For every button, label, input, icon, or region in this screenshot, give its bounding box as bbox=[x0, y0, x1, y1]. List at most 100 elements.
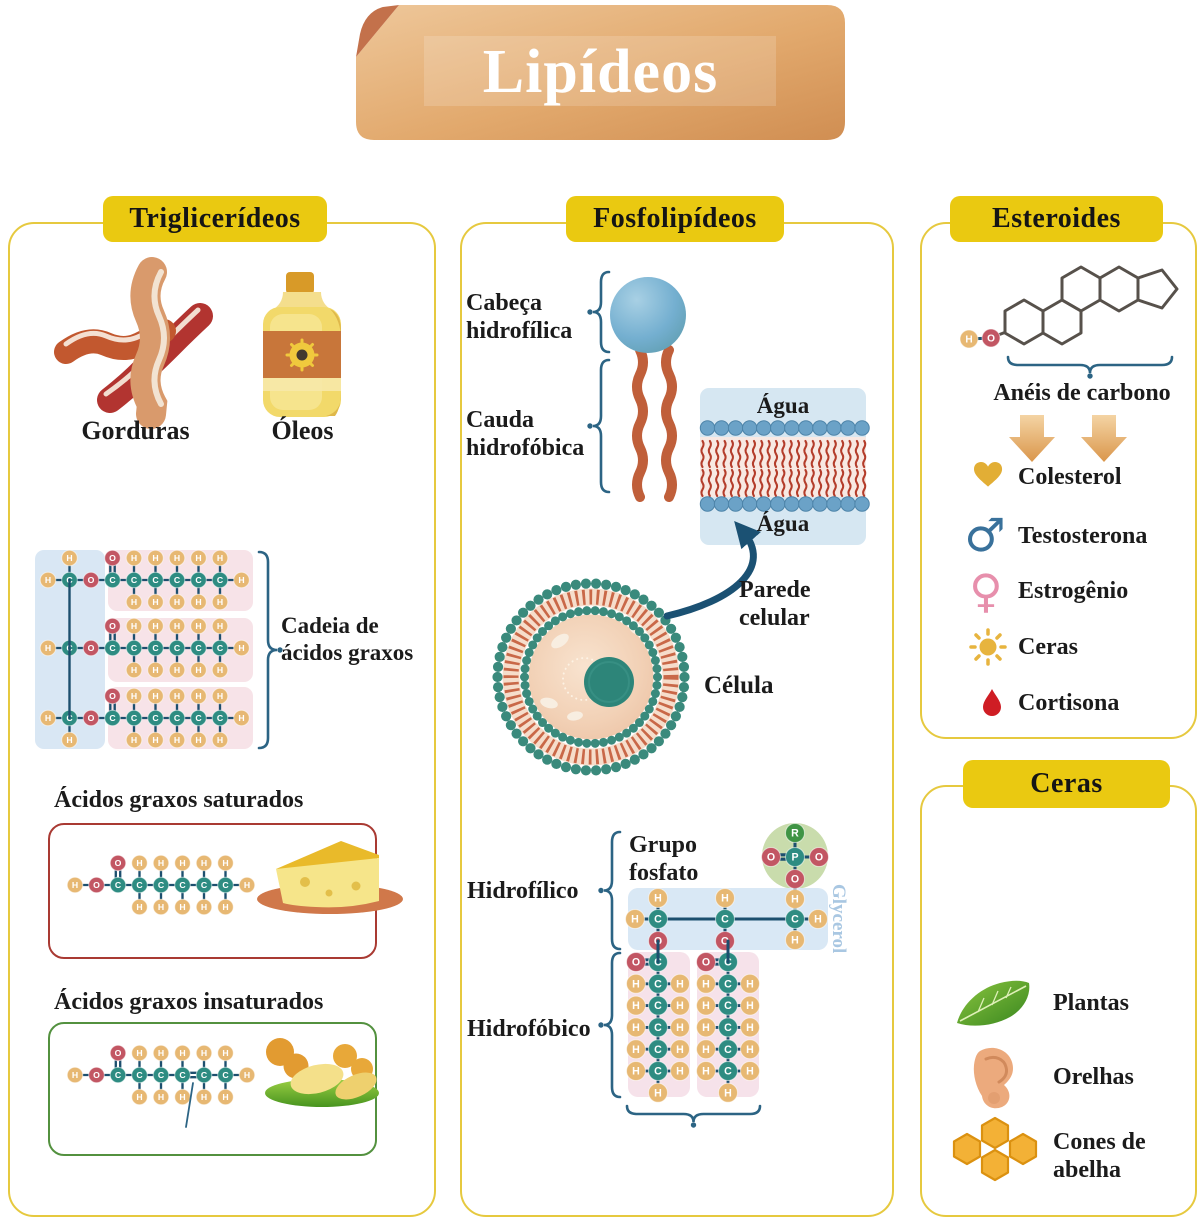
svg-text:C: C bbox=[158, 1070, 165, 1080]
svg-text:H: H bbox=[702, 1022, 710, 1034]
header-fosfolipideos: Fosfolipídeos bbox=[566, 196, 784, 242]
phospholipid-illustration bbox=[610, 277, 686, 502]
svg-text:H: H bbox=[746, 1044, 754, 1056]
sun-icon bbox=[969, 628, 1007, 666]
svg-text:H: H bbox=[195, 735, 201, 745]
svg-text:H: H bbox=[654, 893, 662, 905]
agua-top-label: Água bbox=[756, 393, 810, 418]
svg-text:C: C bbox=[654, 978, 662, 990]
male-icon: ♂ bbox=[964, 508, 1005, 562]
svg-text:H: H bbox=[791, 935, 799, 947]
braces bbox=[257, 270, 1174, 1128]
svg-text:H: H bbox=[217, 553, 223, 563]
svg-text:C: C bbox=[109, 643, 116, 653]
svg-text:H: H bbox=[676, 1066, 684, 1078]
svg-text:C: C bbox=[201, 1070, 208, 1080]
svg-text:H: H bbox=[791, 894, 799, 906]
svg-text:P: P bbox=[791, 852, 798, 864]
oil-bottle-illustration bbox=[263, 272, 341, 417]
svg-text:H: H bbox=[702, 978, 710, 990]
esteroides-item-label: Cortisona bbox=[1018, 690, 1120, 716]
svg-text:O: O bbox=[767, 852, 775, 864]
svg-text:O: O bbox=[791, 874, 799, 886]
svg-text:C: C bbox=[179, 1070, 186, 1080]
page-title: Lipídeos bbox=[482, 37, 719, 106]
svg-text:H: H bbox=[131, 621, 137, 631]
svg-text:C: C bbox=[217, 575, 224, 585]
svg-text:H: H bbox=[195, 621, 201, 631]
svg-text:O: O bbox=[88, 713, 95, 723]
svg-text:H: H bbox=[217, 665, 223, 675]
svg-text:H: H bbox=[66, 553, 72, 563]
svg-text:R: R bbox=[791, 828, 799, 840]
svg-text:C: C bbox=[222, 880, 229, 890]
leaf-icon bbox=[957, 980, 1030, 1026]
honeycomb-icon bbox=[952, 1116, 1038, 1182]
svg-text:O: O bbox=[109, 553, 116, 563]
svg-text:H: H bbox=[702, 1044, 710, 1056]
svg-text:H: H bbox=[201, 1092, 207, 1102]
svg-text:H: H bbox=[746, 978, 754, 990]
svg-text:H: H bbox=[217, 597, 223, 607]
svg-text:C: C bbox=[654, 1044, 662, 1056]
ceras-item-label: Plantas bbox=[1053, 990, 1130, 1016]
ear-icon bbox=[973, 1047, 1014, 1109]
phospholipid-head bbox=[610, 277, 686, 353]
svg-text:H: H bbox=[965, 334, 972, 345]
svg-text:H: H bbox=[131, 691, 137, 701]
svg-text:H: H bbox=[631, 914, 639, 926]
svg-text:H: H bbox=[66, 735, 72, 745]
glycerol-label: Glycerol bbox=[828, 884, 849, 954]
svg-text:C: C bbox=[724, 1044, 732, 1056]
svg-text:H: H bbox=[724, 1087, 732, 1099]
svg-text:C: C bbox=[724, 1000, 732, 1012]
svg-text:H: H bbox=[632, 1022, 640, 1034]
svg-text:O: O bbox=[115, 858, 122, 868]
svg-text:H: H bbox=[174, 691, 180, 701]
svg-text:H: H bbox=[174, 665, 180, 675]
svg-text:H: H bbox=[244, 1070, 250, 1080]
svg-text:H: H bbox=[746, 1022, 754, 1034]
svg-text:H: H bbox=[158, 858, 164, 868]
svg-text:H: H bbox=[632, 978, 640, 990]
insaturados-title: Ácidos graxos insaturados bbox=[54, 989, 324, 1015]
down-arrow-right-icon bbox=[1081, 415, 1127, 462]
svg-text:C: C bbox=[724, 1022, 732, 1034]
svg-text:C: C bbox=[721, 914, 729, 926]
svg-text:C: C bbox=[201, 880, 208, 890]
svg-text:H: H bbox=[632, 1044, 640, 1056]
svg-text:C: C bbox=[654, 1022, 662, 1034]
svg-text:O: O bbox=[109, 691, 116, 701]
grupo-fosfato-label: Grupo fosfato bbox=[629, 832, 699, 887]
svg-text:H: H bbox=[45, 575, 51, 585]
svg-text:C: C bbox=[152, 713, 159, 723]
svg-text:C: C bbox=[152, 643, 159, 653]
svg-text:H: H bbox=[721, 893, 729, 905]
panel-esteroides bbox=[920, 222, 1197, 739]
svg-text:H: H bbox=[174, 553, 180, 563]
droplet-icon bbox=[983, 689, 1001, 716]
svg-text:C: C bbox=[131, 713, 138, 723]
cadeia-label: Cadeia de ácidos graxos bbox=[281, 613, 414, 666]
esteroides-item-label: Testosterona bbox=[1018, 523, 1148, 549]
heart-icon bbox=[974, 462, 1003, 487]
svg-text:H: H bbox=[195, 553, 201, 563]
svg-text:O: O bbox=[88, 643, 95, 653]
svg-text:C: C bbox=[158, 880, 165, 890]
svg-text:C: C bbox=[195, 575, 202, 585]
svg-text:C: C bbox=[136, 880, 143, 890]
svg-text:C: C bbox=[179, 880, 186, 890]
svg-text:H: H bbox=[217, 621, 223, 631]
cheese-illustration bbox=[257, 841, 403, 914]
svg-text:H: H bbox=[238, 575, 244, 585]
svg-text:H: H bbox=[152, 621, 158, 631]
svg-text:H: H bbox=[45, 643, 51, 653]
svg-text:H: H bbox=[702, 1000, 710, 1012]
svg-text:H: H bbox=[136, 1092, 142, 1102]
svg-text:H: H bbox=[45, 713, 51, 723]
svg-text:O: O bbox=[109, 621, 116, 631]
svg-text:H: H bbox=[195, 665, 201, 675]
